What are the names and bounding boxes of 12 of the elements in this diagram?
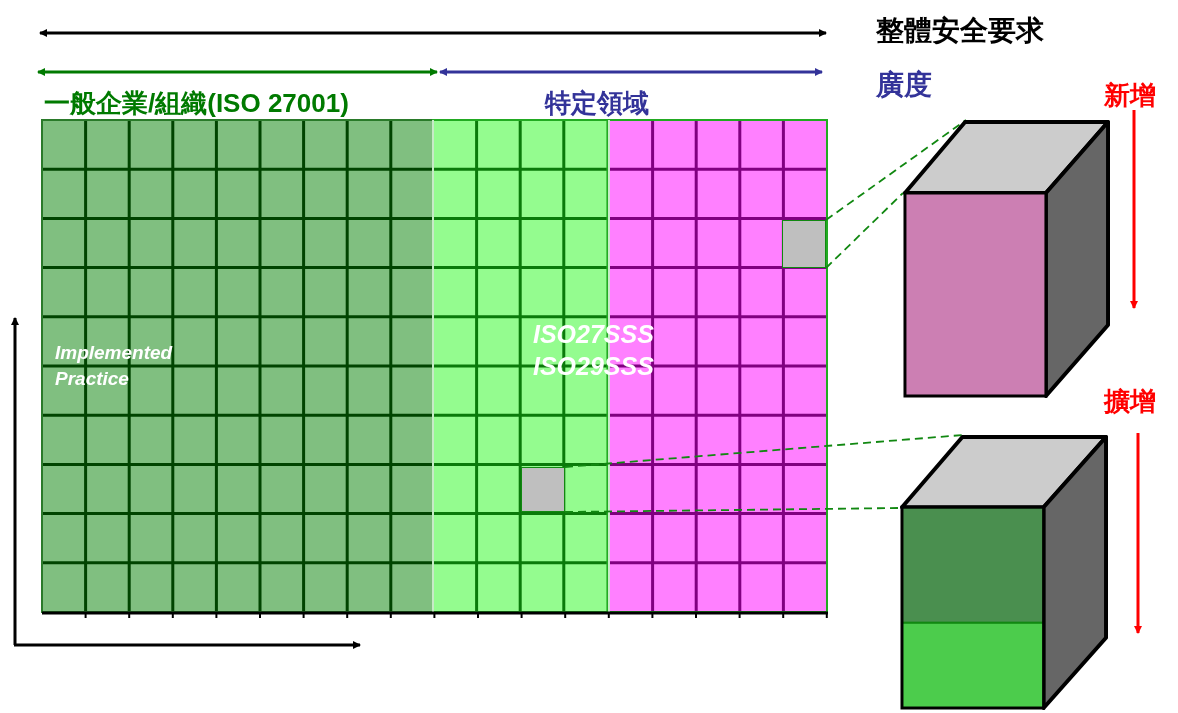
heading-text: 擴增 bbox=[1104, 385, 1156, 418]
highlighted-cell bbox=[782, 220, 826, 268]
leader-line bbox=[564, 507, 901, 513]
heading-text: 整體安全要求 bbox=[876, 13, 1044, 49]
heading-text: 廣度 bbox=[876, 67, 932, 103]
leader-line bbox=[825, 119, 967, 221]
heading-text: 新增 bbox=[1104, 79, 1156, 112]
highlighted-cell bbox=[521, 467, 565, 512]
heading-text: 一般企業/組織(ISO 27001) bbox=[44, 87, 349, 120]
leader-line bbox=[564, 434, 964, 468]
leader-line bbox=[825, 192, 904, 269]
heading-text: 特定領域 bbox=[545, 87, 649, 120]
